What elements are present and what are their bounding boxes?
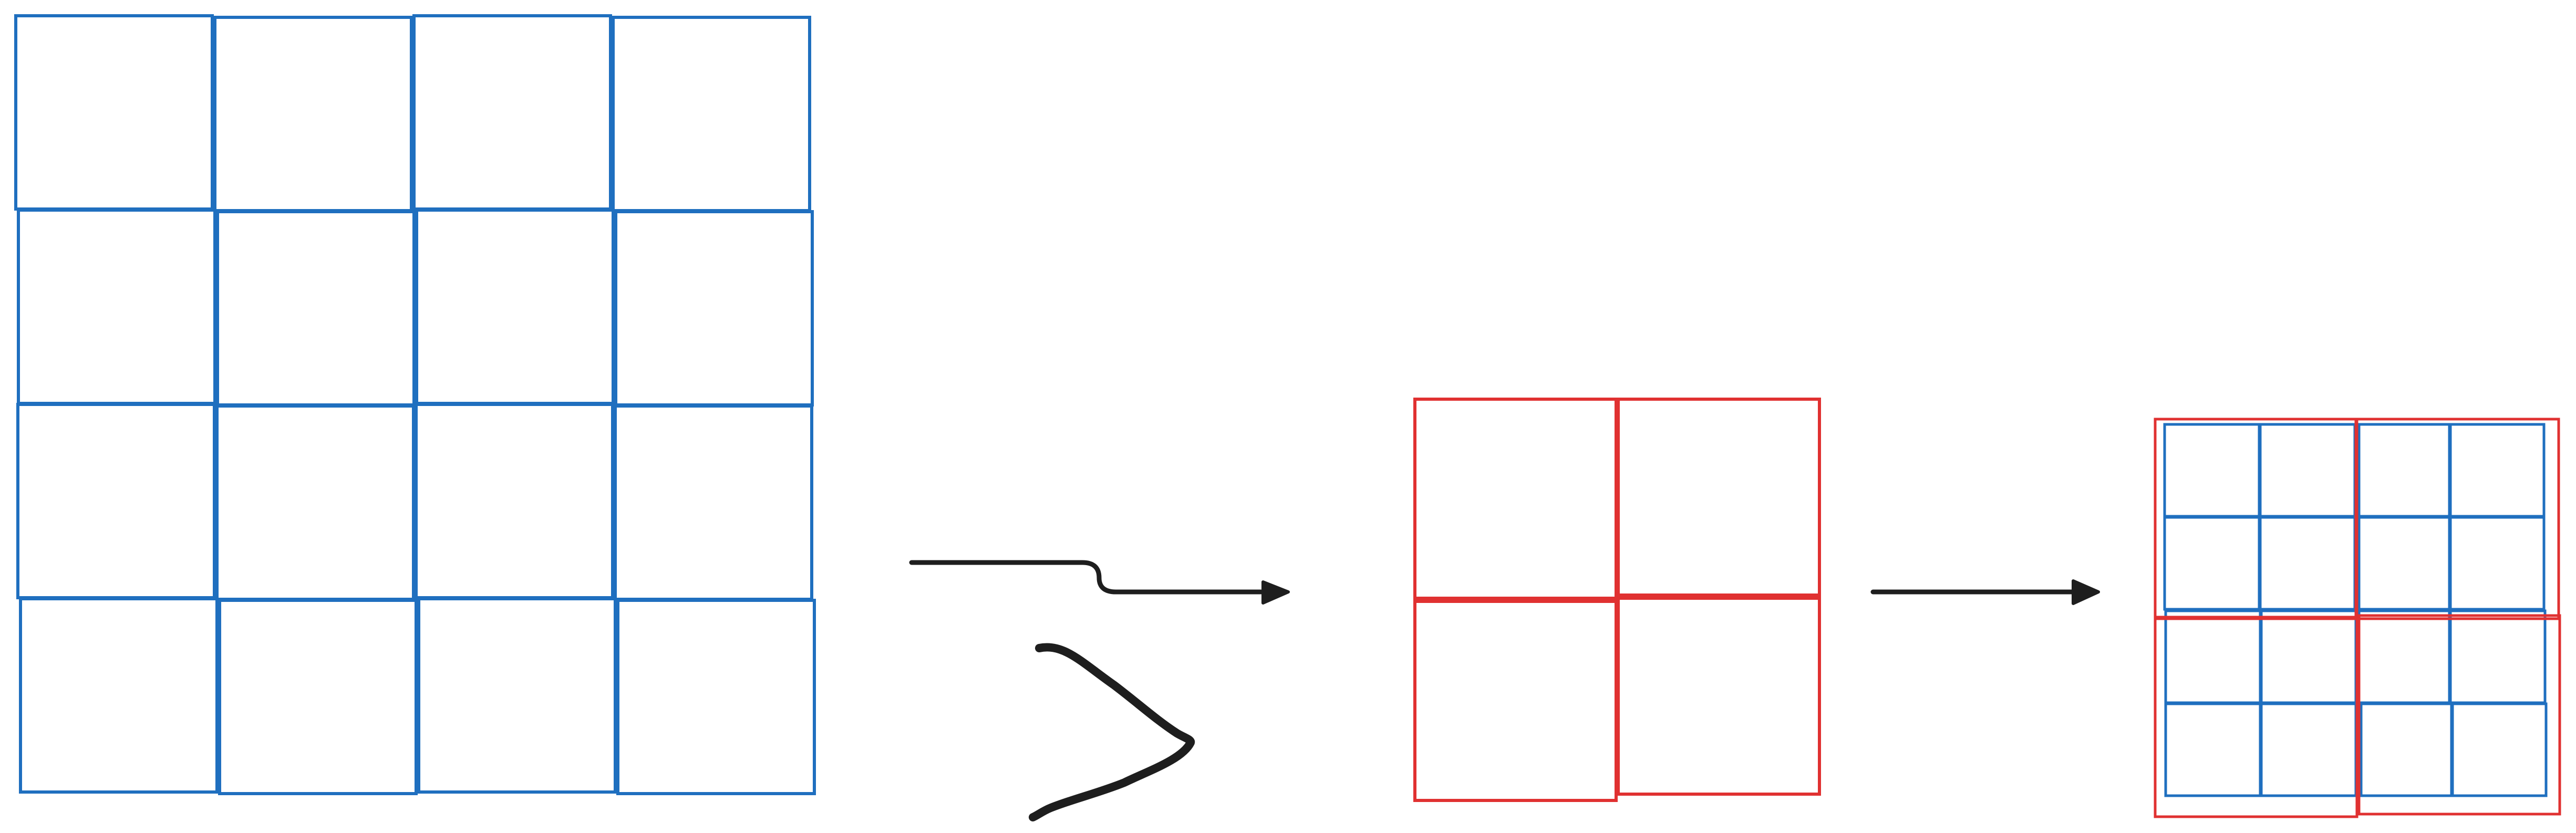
red-grid-2x2 <box>1413 398 1821 802</box>
red-cell <box>1617 398 1821 600</box>
combined-red-block <box>2154 616 2358 818</box>
blue-cell <box>216 210 416 407</box>
blue-cell <box>14 14 214 211</box>
blue-cell <box>215 404 415 601</box>
combined-blue-cell <box>2163 516 2261 611</box>
combined-blue-cell <box>2451 702 2548 797</box>
combined-blue-cell <box>2260 702 2357 797</box>
combined-red-blocks <box>2154 418 2561 818</box>
red-cell <box>1617 593 1821 796</box>
combined-grid <box>2154 418 2561 818</box>
blue-cell <box>616 599 816 795</box>
blue-cell <box>415 209 615 405</box>
blue-cell <box>612 16 811 212</box>
combined-blue-cell <box>2449 516 2546 611</box>
combined-blue-cell <box>2259 516 2356 611</box>
combined-blue-cell <box>2357 516 2451 611</box>
curved-arrow-right-icon <box>909 560 1290 605</box>
combined-blue-cell <box>2164 702 2262 797</box>
blue-cell <box>417 597 617 794</box>
combined-blue-cell <box>2259 423 2356 518</box>
combined-blue-cell <box>2357 609 2451 704</box>
blue-cell <box>415 403 614 599</box>
blue-cell <box>16 403 216 599</box>
combined-red-block <box>2355 418 2560 620</box>
arrow-right-icon <box>1870 579 2100 605</box>
red-cell <box>1413 398 1618 600</box>
combined-blue-cell <box>2260 609 2357 704</box>
combined-blue-cell <box>2163 423 2261 518</box>
blue-cell <box>213 16 413 212</box>
combined-blue-cell <box>2449 423 2546 518</box>
blue-cell <box>614 404 813 601</box>
combined-blue-cell <box>2357 423 2451 518</box>
combined-red-block <box>2154 418 2357 620</box>
blue-cell <box>218 599 418 795</box>
greater-than-icon <box>1029 643 1195 821</box>
combined-blue-cell <box>2360 702 2453 797</box>
combined-red-block <box>2357 614 2561 816</box>
blue-cell <box>614 210 814 407</box>
blue-grid-4x4 <box>14 14 816 795</box>
blue-cell <box>17 209 216 405</box>
blue-cell <box>19 597 219 794</box>
red-cell <box>1413 600 1618 802</box>
blue-cell <box>412 14 612 211</box>
combined-blue-cell <box>2164 609 2262 704</box>
combined-blue-cell <box>2449 609 2547 704</box>
